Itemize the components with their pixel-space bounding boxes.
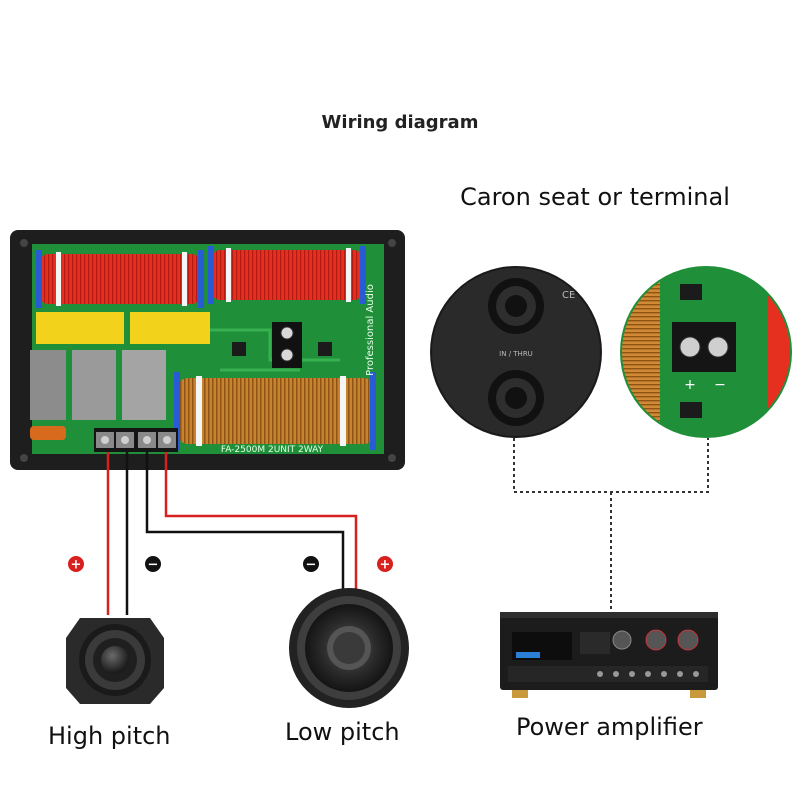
board-model-text: FA-2500M 2UNIT 2WAY bbox=[221, 445, 324, 455]
zoom-plus-label: + bbox=[684, 377, 696, 393]
yellow-capacitor bbox=[36, 312, 124, 344]
woofer-speaker bbox=[289, 588, 409, 708]
low-minus-marker bbox=[303, 556, 319, 572]
tweeter-speaker bbox=[66, 618, 164, 704]
high-minus-marker bbox=[145, 556, 161, 572]
red-inductor-left bbox=[36, 250, 204, 308]
polarity-markers: + − − + bbox=[68, 556, 393, 573]
low-positive-wire bbox=[164, 452, 358, 594]
pcb-terminal-zoom: + − bbox=[620, 266, 792, 438]
caption-low-pitch: Low pitch bbox=[285, 718, 400, 746]
svg-text:−: − bbox=[306, 558, 317, 573]
zoom-minus-label: − bbox=[714, 377, 726, 393]
signal-lines bbox=[513, 438, 709, 610]
red-inductor-right bbox=[208, 246, 366, 304]
crossover-board: Professional Audio FA-2500M 2UNIT 2WAY bbox=[10, 230, 405, 470]
board-brand-text: Professional Audio bbox=[365, 284, 376, 376]
svg-text:+: + bbox=[380, 558, 391, 573]
yellow-capacitor bbox=[130, 312, 210, 344]
svg-text:+: + bbox=[71, 558, 82, 573]
svg-text:−: − bbox=[148, 558, 159, 573]
board-terminal-block bbox=[94, 428, 178, 452]
grey-capacitor bbox=[72, 350, 116, 420]
caption-high-pitch: High pitch bbox=[48, 722, 171, 750]
power-amplifier bbox=[500, 612, 718, 698]
caption-power-amplifier: Power amplifier bbox=[516, 713, 703, 741]
speakon-zoom: CE IN / THRU bbox=[430, 266, 602, 438]
high-plus-marker bbox=[68, 556, 84, 572]
terminal-title: Caron seat or terminal bbox=[460, 183, 730, 211]
copper-inductor bbox=[174, 372, 376, 450]
speakon-label: IN / THRU bbox=[499, 350, 533, 358]
grey-capacitor bbox=[30, 350, 66, 420]
grey-capacitor bbox=[122, 350, 166, 420]
low-plus-marker bbox=[377, 556, 393, 572]
ce-mark: CE bbox=[562, 290, 575, 301]
diagram-title: Wiring diagram bbox=[321, 112, 479, 133]
low-negative-wire bbox=[145, 452, 345, 594]
wires bbox=[106, 452, 358, 615]
